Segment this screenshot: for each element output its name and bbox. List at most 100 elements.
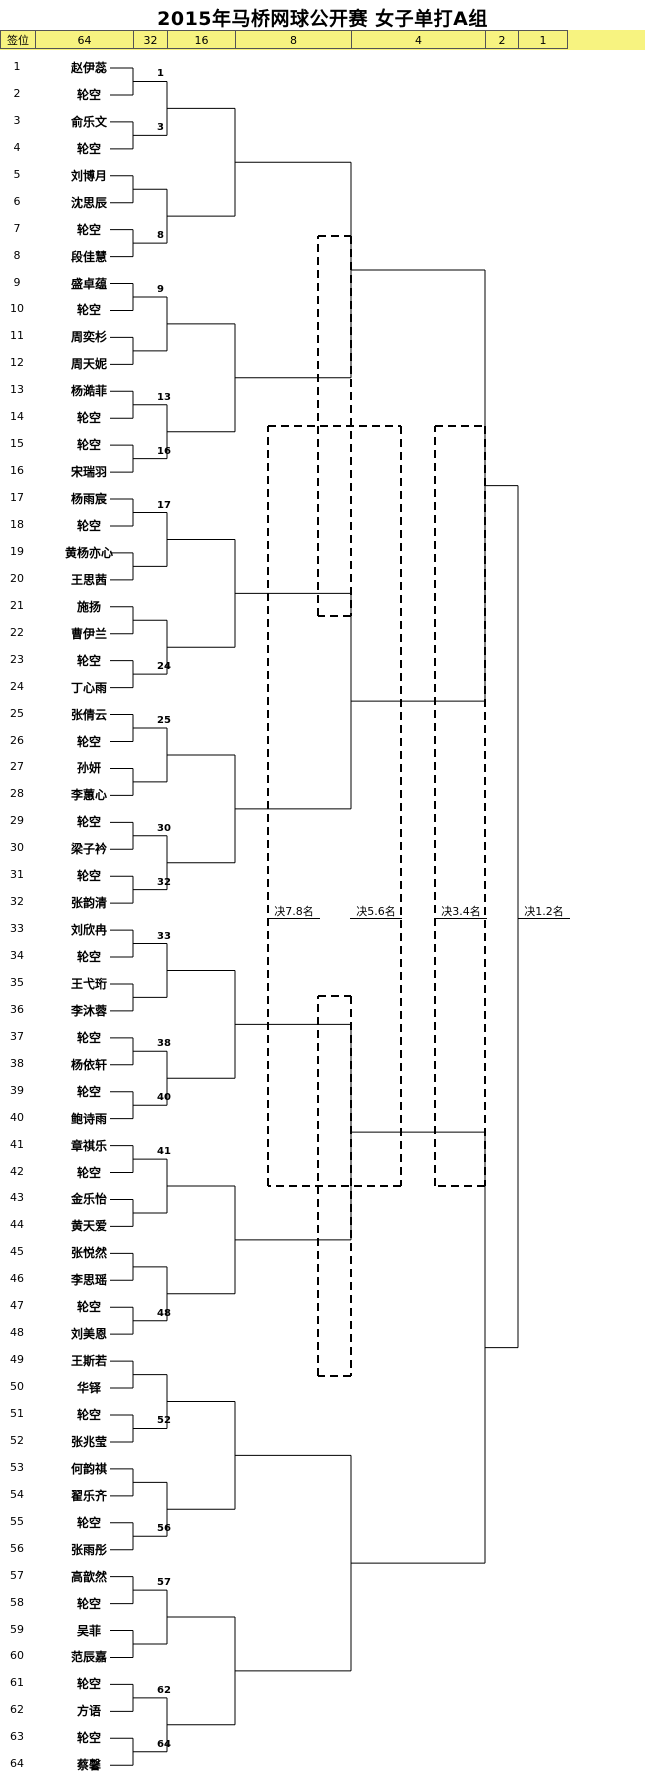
player-name: 梁子衿: [70, 842, 107, 857]
seed-number: 57: [10, 1568, 24, 1582]
seed-number: 52: [10, 1433, 24, 1447]
seed-number: 8: [13, 248, 21, 262]
player-name: 张悦然: [70, 1246, 107, 1261]
player-name: 宋瑞羽: [70, 465, 107, 480]
player-name: 丁心雨: [70, 680, 107, 695]
seed-number: 7: [13, 221, 21, 235]
seed-number: 31: [10, 868, 24, 882]
seed-number: 20: [10, 571, 24, 585]
seed-number: 38: [10, 1056, 24, 1070]
seed-number: 9: [13, 275, 21, 289]
player-name: 张兆莹: [70, 1434, 107, 1449]
player-name: 轮空: [76, 1030, 101, 1045]
header-round-16: 16: [167, 30, 235, 49]
seed-number: 12: [10, 356, 24, 370]
player-name: 沈思辰: [70, 195, 107, 210]
advancing-seed: 25: [157, 715, 171, 727]
seed-number: 5: [13, 167, 21, 181]
player-name: 方语: [76, 1704, 101, 1719]
player-name: 金乐怡: [70, 1192, 107, 1207]
seed-number: 15: [10, 437, 24, 451]
advancing-seed: 16: [157, 445, 171, 457]
seed-number: 1: [13, 60, 21, 73]
seed-number: 39: [10, 1083, 24, 1097]
player-name: 曹伊兰: [70, 626, 107, 641]
player-name: 吴菲: [76, 1623, 101, 1638]
seed-number: 49: [10, 1353, 24, 1367]
player-name: 轮空: [76, 87, 101, 102]
player-name: 施扬: [76, 599, 101, 614]
player-name: 周奕杉: [70, 330, 107, 345]
advancing-seed: 64: [157, 1738, 171, 1750]
player-name: 轮空: [76, 950, 101, 965]
player-name: 轮空: [76, 815, 101, 830]
header-round-64: 64: [35, 30, 133, 49]
seed-number: 18: [10, 517, 24, 531]
seed-number: 28: [10, 787, 24, 801]
player-name: 轮空: [76, 222, 101, 237]
seed-number: 37: [10, 1029, 24, 1043]
player-name: 周天妮: [70, 357, 107, 372]
advancing-seed: 17: [157, 499, 171, 511]
placement-label-1-2: 决1.2名: [518, 905, 570, 919]
seed-number: 33: [10, 922, 24, 936]
player-name: 轮空: [76, 1165, 101, 1180]
seed-number: 58: [10, 1595, 24, 1609]
seed-number: 2: [13, 86, 21, 100]
seed-number: 3: [13, 113, 21, 127]
header-round-1: 1: [518, 30, 568, 49]
seed-number: 54: [10, 1487, 24, 1501]
player-name: 轮空: [76, 518, 101, 533]
player-name: 李思瑶: [70, 1273, 107, 1288]
advancing-seed: 56: [157, 1523, 171, 1535]
seed-number: 22: [10, 625, 24, 639]
player-name: 王弋珩: [70, 976, 107, 991]
seed-number: 47: [10, 1299, 24, 1313]
player-name: 鲍诗雨: [70, 1111, 107, 1126]
seed-number: 41: [10, 1137, 24, 1151]
header-round-32: 32: [133, 30, 167, 49]
seed-number: 10: [10, 302, 24, 316]
seed-number: 62: [10, 1703, 24, 1717]
player-name: 张韵清: [70, 896, 107, 911]
advancing-seed: 24: [157, 661, 171, 673]
player-name: 轮空: [76, 141, 101, 156]
header-round-8: 8: [235, 30, 351, 49]
seed-number: 17: [10, 491, 24, 505]
seed-number: 32: [10, 895, 24, 909]
seed-number: 11: [10, 329, 24, 343]
player-name: 李蕙心: [70, 788, 107, 803]
seed-number: 19: [10, 544, 24, 558]
advancing-seed: 30: [157, 822, 171, 834]
seed-number: 6: [13, 194, 21, 208]
seed-number: 40: [10, 1110, 24, 1124]
seed-number: 56: [10, 1541, 24, 1555]
seed-number: 45: [10, 1245, 24, 1259]
advancing-seed: 52: [157, 1415, 171, 1427]
player-name: 赵伊蕊: [70, 61, 107, 75]
player-name: 李沐蓉: [70, 1003, 107, 1018]
seed-number: 51: [10, 1407, 24, 1420]
player-name: 何韵祺: [70, 1461, 107, 1476]
player-name: 轮空: [76, 1731, 101, 1746]
player-name: 张雨彤: [70, 1542, 107, 1557]
seed-number: 61: [10, 1676, 24, 1690]
advancing-seed: 48: [157, 1307, 171, 1319]
player-name: 范辰嘉: [70, 1650, 107, 1665]
seed-number: 23: [10, 652, 24, 666]
placement-label-7-8: 决7.8名: [268, 905, 320, 919]
seed-number: 16: [10, 464, 24, 478]
seed-number: 59: [10, 1622, 24, 1636]
seed-number: 29: [10, 814, 24, 828]
seed-number: 36: [10, 1002, 24, 1016]
advancing-seed: 62: [157, 1684, 171, 1696]
player-name: 轮空: [76, 1515, 101, 1530]
player-name: 王思茜: [70, 572, 107, 587]
seed-number: 46: [10, 1272, 24, 1286]
seed-number: 21: [10, 598, 24, 612]
seed-number: 42: [10, 1164, 24, 1178]
seed-number: 25: [10, 706, 24, 720]
player-name: 刘博月: [70, 168, 107, 183]
seed-number: 4: [13, 140, 21, 154]
